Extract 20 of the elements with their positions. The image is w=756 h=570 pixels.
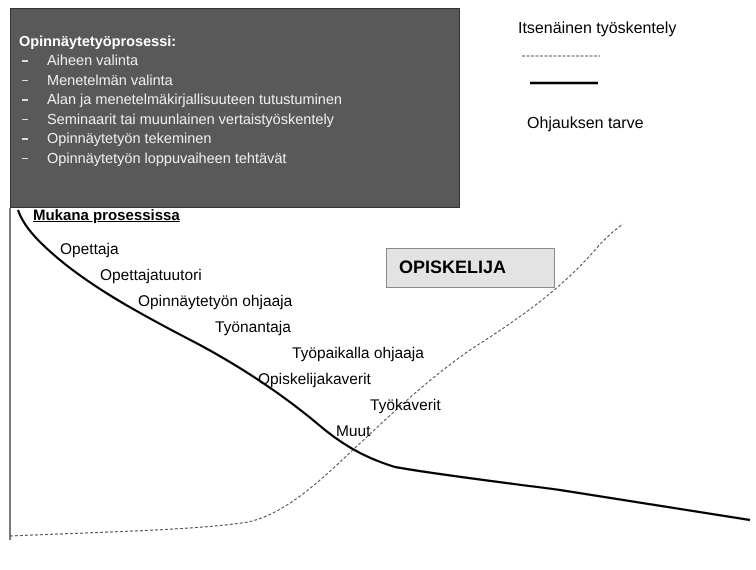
participant-label: Työpaikalla ohjaaja bbox=[292, 345, 424, 363]
list-item: Seminaarit tai muunlainen vertaistyöskentely bbox=[47, 112, 334, 128]
list-item: Opinnäytetyön tekeminen bbox=[47, 131, 212, 147]
list-item: Menetelmän valinta bbox=[47, 72, 173, 88]
participant-label: Opinnäytetyön ohjaaja bbox=[138, 293, 292, 311]
participant-label: Opiskelijakaverit bbox=[258, 371, 371, 389]
process-panel bbox=[10, 8, 460, 208]
list-item: Aiheen valinta bbox=[47, 53, 138, 69]
role-box: OPISKELIJA bbox=[386, 248, 555, 288]
section-heading: Mukana prosessissa bbox=[33, 207, 180, 225]
list-item: Alan ja menetelmäkirjallisuuteen tutustuminen bbox=[47, 92, 342, 108]
participant-label: Opettajatuutori bbox=[100, 267, 202, 285]
panel-heading: Opinnäytetyöprosessi: bbox=[19, 33, 176, 52]
legend-label: Ohjauksen tarve bbox=[527, 115, 644, 133]
legend-label: Itsenäinen työskentely bbox=[518, 20, 676, 38]
participant-label: Työnantaja bbox=[215, 319, 291, 337]
participant-label: Opettaja bbox=[60, 241, 119, 259]
list-item: Opinnäytetyön loppuvaiheen tehtävät bbox=[47, 150, 286, 166]
participant-label: Työkaverit bbox=[370, 397, 441, 415]
participant-label: Muut bbox=[336, 423, 370, 441]
